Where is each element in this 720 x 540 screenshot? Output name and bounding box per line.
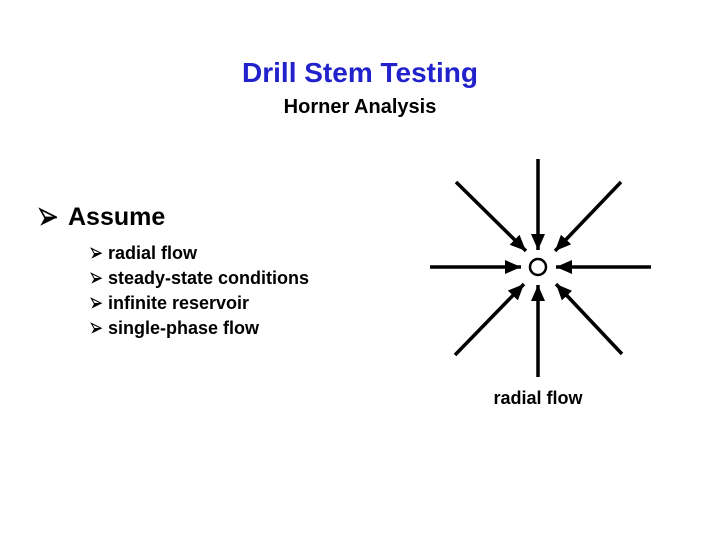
arrowhead-bullet-icon bbox=[38, 206, 59, 228]
inward-arrow bbox=[553, 180, 623, 253]
list-item: radial flow bbox=[90, 241, 309, 266]
wellbore-circle-icon bbox=[528, 257, 548, 277]
arrowhead-bullet-icon bbox=[90, 297, 103, 310]
list-item: steady-state conditions bbox=[90, 266, 309, 291]
sub-bullet-label: single-phase flow bbox=[108, 318, 260, 338]
converging-arrows-graphic bbox=[430, 159, 651, 377]
list-item: infinite reservoir bbox=[90, 291, 309, 316]
sub-bullet-label: steady-state conditions bbox=[108, 268, 310, 288]
main-bullet-label: Assume bbox=[68, 202, 166, 231]
list-item: single-phase flow bbox=[90, 316, 309, 341]
radial-flow-diagram: radial flow bbox=[418, 146, 658, 409]
sub-bullet-label: infinite reservoir bbox=[108, 293, 250, 313]
assumptions-list: Assume radial flow s bbox=[38, 203, 309, 341]
sub-bullet-list: radial flow steady-state conditions bbox=[90, 241, 309, 341]
slide-subtitle: Horner Analysis bbox=[283, 96, 437, 118]
inward-arrow bbox=[454, 180, 528, 253]
inward-arrow bbox=[453, 282, 526, 357]
arrowhead-bullet-icon bbox=[90, 272, 103, 285]
arrowhead-bullet-icon bbox=[90, 322, 103, 335]
list-item-assume: Assume bbox=[38, 203, 309, 231]
arrowhead-bullet-icon bbox=[90, 247, 103, 260]
title-block: Drill Stem Testing Horner Analysis bbox=[0, 58, 720, 119]
slide-title: Drill Stem Testing bbox=[242, 57, 478, 88]
diagram-label: radial flow bbox=[493, 388, 583, 408]
inward-arrow bbox=[554, 282, 624, 356]
sub-bullet-label: radial flow bbox=[108, 243, 198, 263]
inward-arrows bbox=[430, 159, 651, 377]
